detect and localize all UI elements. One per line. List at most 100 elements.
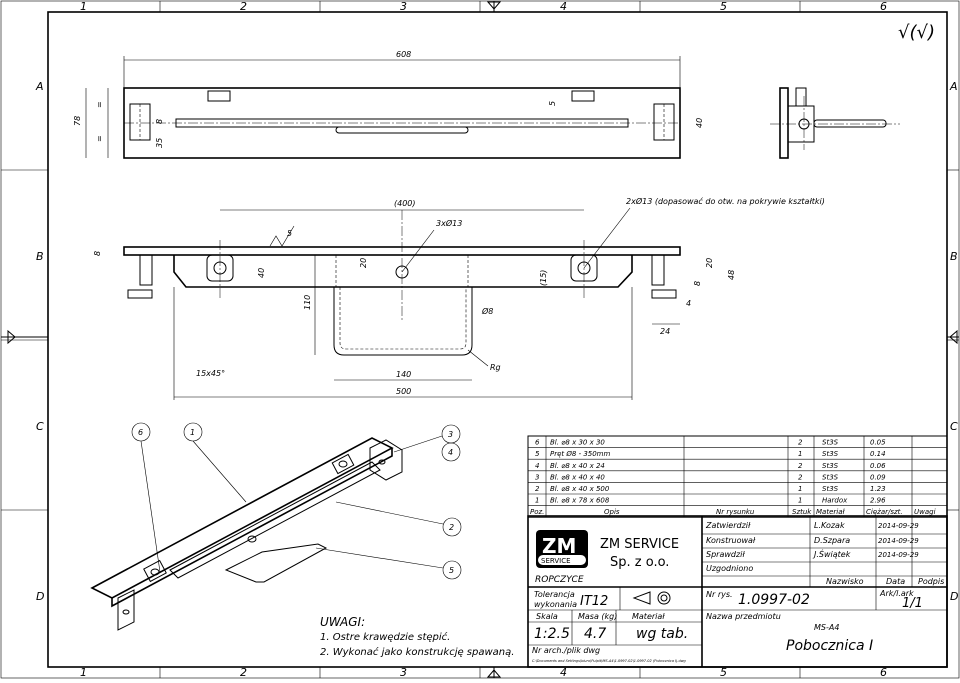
bom-cell-qty: 2: [798, 462, 803, 470]
item-name: Pobocznica I: [786, 638, 873, 654]
callout-5: 5: [449, 566, 454, 575]
bom-header: Ciężar/szt.: [866, 508, 903, 516]
notes-title: UWAGI:: [320, 615, 365, 629]
note-2: 2. Wykonać jako konstrukcję spawaną.: [320, 646, 514, 658]
bom-cell-poz: 6: [535, 439, 540, 447]
bom-cell-qty: 1: [798, 497, 802, 505]
approve-date: 2014-09-29: [878, 551, 919, 559]
dim-8-front: 8: [93, 251, 102, 256]
bom-cell-mass: 0.05: [870, 439, 886, 447]
row-label: B: [36, 250, 44, 263]
archive-path: C:\Documents and Settings\biuro\Pulpit\M…: [532, 659, 687, 663]
dim-eq2: =: [95, 135, 104, 142]
company-logo: ZM SERVICE: [536, 530, 588, 568]
row-label: D: [950, 590, 958, 603]
notes: UWAGI: 1. Ostre krawędzie stępić. 2. Wyk…: [320, 615, 514, 658]
company-form: Sp. z o.o.: [610, 555, 669, 570]
dim-4: 4: [686, 299, 691, 308]
scale-value: 1:2.5: [534, 626, 570, 642]
callout-3: 3: [448, 430, 453, 439]
person-name: L.Kozak: [814, 521, 845, 530]
dim-chamfer: 15x45°: [196, 369, 225, 378]
dim-20-front: 20: [359, 258, 368, 268]
bom-cell-material: St3S: [822, 439, 839, 447]
tolerance-value: IT12: [580, 594, 608, 609]
bom-cell-material: St3S: [822, 462, 839, 470]
dim-78: 78: [73, 116, 82, 126]
iso-callouts: 6 1 3 4 2 5: [131, 422, 462, 580]
archive-label: Nr arch./plik dwg: [532, 646, 600, 655]
inner-frame: [47, 11, 948, 668]
surface-finish-mark: √(√): [898, 22, 935, 43]
dim-24: 24: [660, 327, 670, 336]
item-name-label: Nazwa przedmiotu: [706, 612, 781, 621]
bom-header: Opis: [604, 508, 620, 516]
bom-cell-material: St3S: [822, 450, 839, 458]
col-label: 5: [720, 0, 727, 13]
bom-cell-opis: Bl. ⌀8 x 40 x 40: [550, 473, 605, 481]
drawing-nr: 1.0997-02: [738, 592, 810, 608]
col-label: 3: [400, 666, 407, 679]
dim-110: 110: [303, 295, 312, 310]
roughness-5: 5: [287, 229, 292, 238]
col-label: 1: [80, 666, 87, 679]
dim-40-front: 40: [257, 268, 266, 278]
material-label: Materiał: [632, 612, 665, 621]
top-view: 608 78 = = 35 8 5 40: [73, 50, 704, 159]
bom-cell-poz: 4: [535, 462, 539, 470]
col-label: 4: [560, 666, 567, 679]
bom-cell-material: St3S: [822, 485, 839, 493]
bom-cell-qty: 2: [798, 473, 803, 481]
title-block: ZM SERVICE ZM SERVICE Sp. z o.o. ROPCZYC…: [527, 515, 948, 668]
person-name: J.Świątek: [812, 548, 851, 559]
approve-label: Uzgodniono: [706, 564, 753, 573]
col-name-label: Nazwisko: [826, 577, 864, 586]
company-name: ZM SERVICE: [600, 537, 679, 552]
bom-cell-mass: 0.14: [870, 450, 886, 458]
bom-header: Sztuk: [792, 508, 812, 516]
front-view: (400) 3xØ13 2xØ13 (dopasować do otw. na …: [93, 196, 825, 400]
bom-header: Materiał: [816, 508, 845, 516]
bom-cell-mass: 0.09: [870, 473, 886, 481]
col-label: 2: [240, 0, 247, 13]
callout-2: 2: [449, 523, 454, 532]
side-view: [770, 87, 900, 159]
bom-cell-opis: Bl. ⌀8 x 78 x 608: [550, 497, 610, 505]
person-name: D.Szpara: [814, 536, 850, 545]
row-label: A: [949, 80, 958, 93]
approve-date: 2014-09-29: [878, 537, 919, 545]
col-label: 3: [400, 0, 407, 13]
row-label: B: [950, 250, 958, 263]
approve-date: 2014-09-29: [878, 522, 919, 530]
bom-cell-qty: 1: [798, 450, 802, 458]
dim-140: 140: [396, 370, 411, 379]
sheet-format: MS-A4: [814, 623, 839, 632]
dim-500: 500: [396, 387, 411, 396]
callout-6: 6: [138, 428, 143, 437]
bom-cell-opis: Pręt Ø8 - 350mm: [550, 450, 610, 458]
note-1: 1. Ostre krawędzie stępić.: [320, 631, 450, 643]
projection-symbol: [632, 591, 671, 605]
bom-cell-mass: 0.06: [870, 462, 886, 470]
dim-40: 40: [695, 118, 704, 128]
dim-400: (400): [394, 199, 416, 208]
dim-8-right: 8: [693, 281, 702, 286]
isometric-view: [90, 437, 403, 631]
row-label: D: [36, 590, 44, 603]
col-label: 5: [720, 666, 727, 679]
tolerance-label: Tolerancja: [534, 590, 575, 599]
callout-4: 4: [448, 448, 453, 457]
svg-text:ZM: ZM: [542, 534, 576, 558]
bom-cell-qty: 2: [798, 439, 803, 447]
bom-cell-qty: 1: [798, 485, 802, 493]
approve-label: Sprawdził: [706, 550, 745, 559]
dim-608: 608: [396, 50, 411, 59]
bom-header: Poz.: [530, 508, 544, 516]
bom-cell-poz: 2: [535, 485, 540, 493]
tolerance-label: wykonania: [534, 600, 577, 609]
dim-8: 8: [155, 119, 164, 124]
